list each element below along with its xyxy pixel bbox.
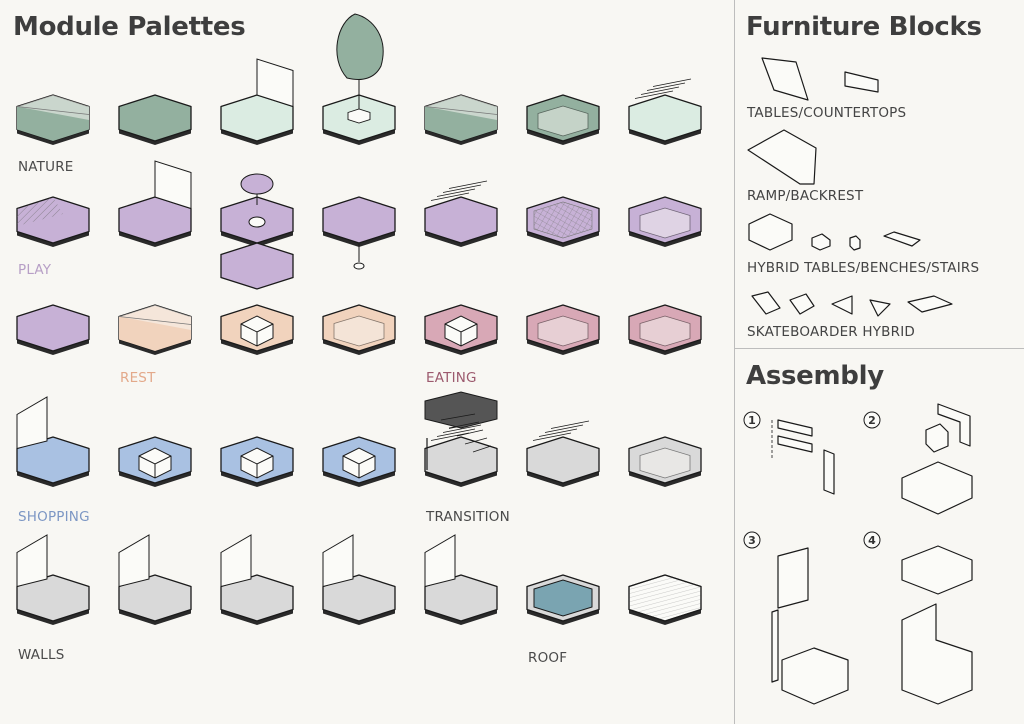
furniture-label-skateboarder: SKATEBOARDER HYBRID [747,324,915,340]
panel-divider-vertical [734,0,735,724]
walls-module-1 [118,534,192,625]
assembly-step-number: 3 [748,534,756,547]
row-label-eating: EATING [426,370,477,386]
roof-module-0 [526,574,600,625]
step1-plate-a [777,419,813,437]
rest-module-2 [322,304,396,355]
assembly-title: Assembly [746,361,884,391]
hybrid-table-icon [748,213,793,251]
hybrid-stool-icon [849,235,861,251]
transition-module-2 [628,436,702,487]
row-label-nature: NATURE [18,159,74,175]
play-module-1 [118,160,192,247]
play-module-2 [220,196,294,247]
skate-block-1-icon [751,291,781,315]
skate-block-4-icon [869,299,891,317]
skate-block-2-icon [789,293,815,315]
play-module-4 [424,180,498,247]
shopping-module-1 [118,436,192,487]
step1-post [823,449,835,495]
nature-module-0 [16,94,90,145]
nature-module-3 [322,13,396,145]
furniture-label-hybrid: HYBRID TABLES/BENCHES/STAIRS [747,260,980,276]
play-module-6 [628,196,702,247]
furniture-blocks-title: Furniture Blocks [746,12,982,42]
walls-module-4 [424,534,498,625]
assembly-step-number: 4 [868,534,876,547]
countertop-block-icon [844,71,879,93]
ramp-block-icon [747,129,817,185]
assembly-step-number: 1 [748,414,756,427]
walls-module-2 [220,534,294,625]
skate-block-5-icon [907,295,953,313]
nature-module-2 [220,58,294,145]
step3-post [771,609,779,683]
transition-module-1 [526,420,600,487]
step3-hex [781,647,849,705]
shopping-module-2 [220,436,294,487]
assembly-step-4: 4 [863,531,881,549]
rest-module-1 [220,304,294,355]
eating-module-1 [526,304,600,355]
play-module-3 [322,196,396,247]
shopping-module-0 [16,396,90,487]
transition-stair-icon [424,391,498,470]
furniture-label-tables: TABLES/COUNTERTOPS [747,105,907,121]
eating-module-0 [424,304,498,355]
assembly-diagrams [771,403,973,705]
panel-divider-horizontal [735,348,1024,349]
nature-module-6 [628,78,702,145]
step1-plate-b [777,435,813,453]
table-block-icon [761,57,809,101]
furniture-blocks [747,57,953,317]
row-label-transition: TRANSITION [426,509,510,525]
nature-module-5 [526,94,600,145]
assembly-step-number: 2 [868,414,876,427]
hybrid-bench-icon [811,233,831,251]
step4-base [901,603,973,705]
play-module-0 [16,196,90,247]
hybrid-stair-icon [883,231,921,247]
walls-module-0 [16,534,90,625]
row-label-walls: WALLS [18,647,65,663]
play-module-7 [16,304,90,355]
roof-module-1 [628,574,702,625]
rest-module-0 [118,304,192,355]
shopping-module-3 [322,436,396,487]
walls-module-3 [322,534,396,625]
step3-panel [777,547,809,609]
row-label-rest: REST [120,370,156,386]
assembly-step-3: 3 [743,531,761,549]
assembly-step-1: 1 [743,411,761,429]
nature-module-1 [118,94,192,145]
step2-box [925,423,949,453]
row-label-roof: ROOF [528,650,568,666]
furniture-label-ramp: RAMP/BACKREST [747,188,864,204]
assembly-step-2: 2 [863,411,881,429]
play-stack-icon [220,173,365,290]
row-label-play: PLAY [18,262,52,278]
module-palettes-title: Module Palettes [13,12,246,42]
row-label-shopping: SHOPPING [18,509,90,525]
eating-module-2 [628,304,702,355]
step2-hex [901,461,973,515]
transition-module-0 [424,420,498,487]
step4-top-hex [901,545,973,595]
nature-module-4 [424,94,498,145]
play-module-5 [526,196,600,247]
skate-block-3-icon [831,295,853,315]
step2-wall [937,403,971,447]
